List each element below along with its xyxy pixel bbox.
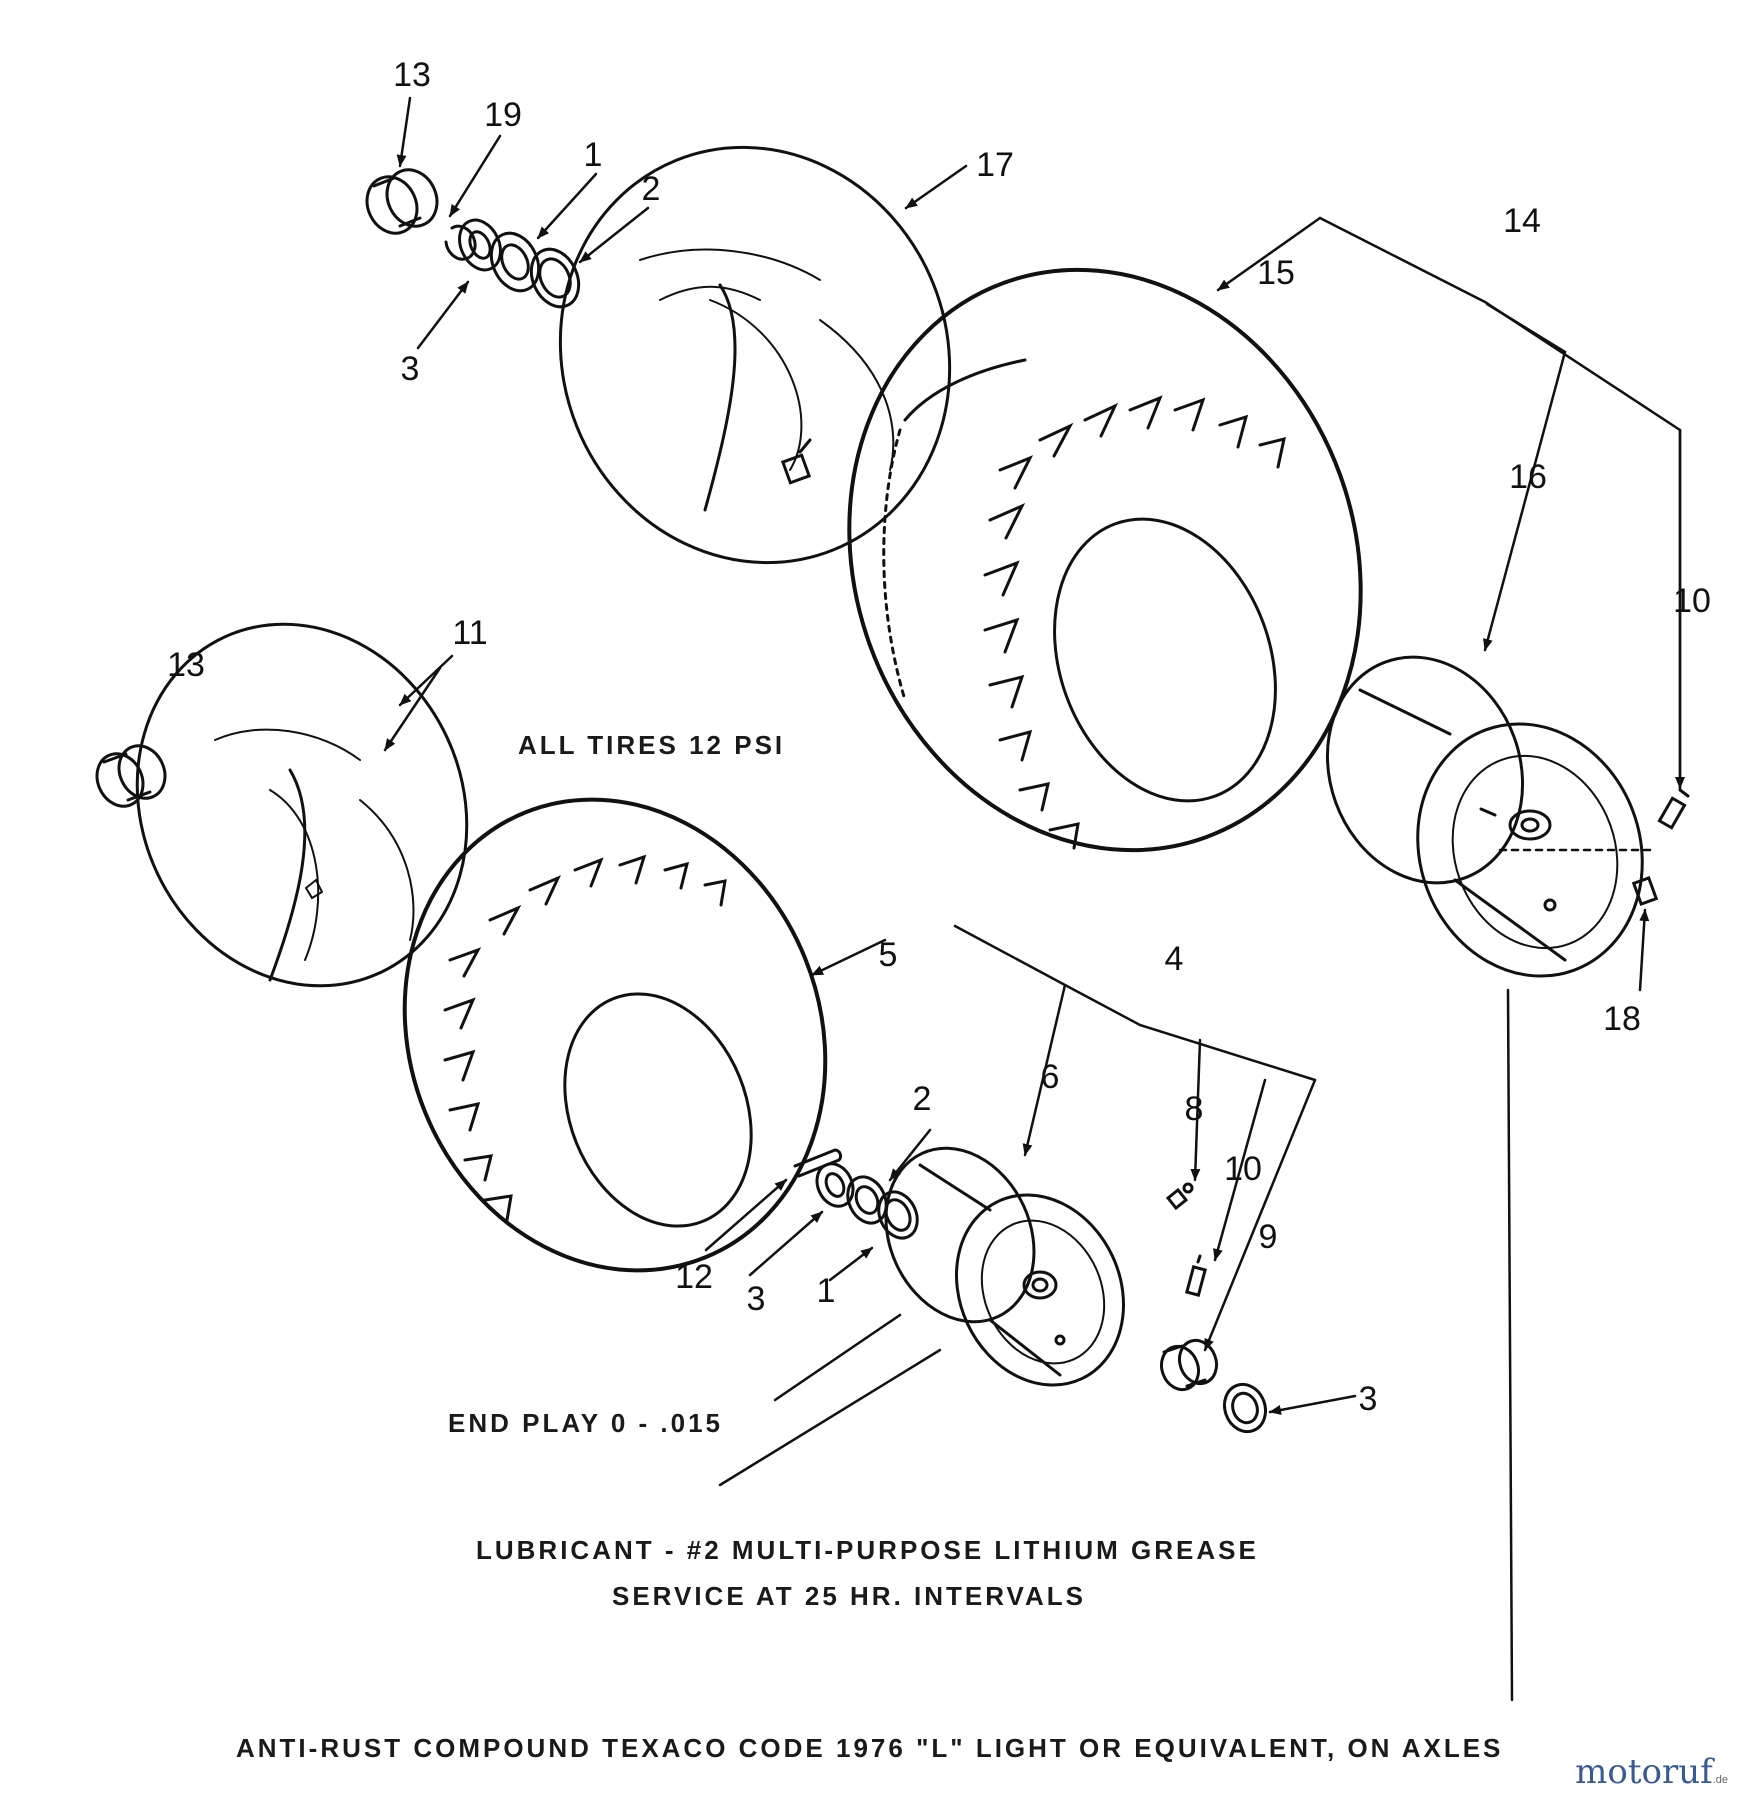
callout-9: 9 [1259, 1218, 1278, 1256]
bushing-part-13-upper [365, 168, 439, 235]
callout-12: 12 [675, 1258, 713, 1296]
service-interval-note: SERVICE AT 25 HR. INTERVALS [612, 1581, 1086, 1611]
callout-6: 6 [1041, 1058, 1060, 1096]
tire-part-5 [402, 797, 828, 1273]
valve-cap-part-18 [1631, 876, 1659, 906]
watermark-suffix: .de [1712, 1774, 1728, 1786]
tire-part-15 [847, 267, 1363, 853]
callout-16: 16 [1509, 458, 1547, 496]
callout-13-upper: 13 [393, 56, 431, 94]
bushing-part-9 [1159, 1338, 1219, 1392]
callout-17: 17 [976, 146, 1014, 184]
callout-15: 15 [1257, 254, 1295, 292]
watermark-main: motoruf [1575, 1752, 1713, 1792]
valve-stem-part-10-lower [1185, 1254, 1207, 1297]
callout-19: 19 [484, 96, 522, 134]
callout-2-upper: 2 [642, 170, 661, 208]
leader-lines [383, 96, 1685, 1702]
washer-part-3-right [1222, 1382, 1268, 1434]
bushing-part-13-lower [95, 744, 167, 808]
lubricant-note: LUBRICANT - #2 MULTI-PURPOSE LITHIUM GRE… [476, 1535, 1259, 1565]
cotter-pin-part-12 [793, 1148, 843, 1178]
callout-1-lower: 1 [817, 1272, 836, 1310]
callout-labels: 13 19 1 2 3 17 14 15 16 10 18 13 11 5 4 … [167, 56, 1711, 1418]
anti-rust-note: ANTI-RUST COMPOUND TEXACO CODE 1976 "L" … [236, 1733, 1504, 1763]
inner-tube-part-11 [135, 622, 469, 988]
grease-fitting-part-8 [1165, 1182, 1194, 1211]
inner-tube-part-17 [558, 145, 952, 565]
washer-part-3-lower [815, 1162, 855, 1208]
washer-part-3-upper [458, 218, 502, 272]
wheel-rim-part-16 [1325, 655, 1644, 978]
seal-part-2-lower [877, 1190, 919, 1240]
tire-pressure-note: ALL TIRES 12 PSI [518, 730, 786, 760]
callout-13-lower: 13 [167, 646, 205, 684]
callout-3-upper: 3 [401, 350, 420, 388]
seal-part-2-upper [529, 247, 581, 309]
bearing-part-1-upper [489, 231, 541, 293]
callout-18: 18 [1603, 1000, 1641, 1038]
callout-10-upper: 10 [1673, 582, 1711, 620]
bearing-part-1-lower [846, 1175, 888, 1225]
callout-3-lower: 3 [747, 1280, 766, 1318]
callout-4: 4 [1165, 940, 1184, 978]
callout-1-upper: 1 [584, 136, 603, 174]
callout-3-right: 3 [1359, 1380, 1378, 1418]
callout-5: 5 [879, 936, 898, 974]
callout-2-lower: 2 [913, 1080, 932, 1118]
end-play-note: END PLAY 0 - .015 [448, 1408, 723, 1438]
site-watermark: motoruf.de [1575, 1752, 1728, 1792]
valve-stem-part-10-upper [1657, 788, 1690, 830]
callout-10-lower: 10 [1224, 1150, 1262, 1188]
wheel-rim-part-6 [884, 1146, 1126, 1387]
callout-8: 8 [1185, 1090, 1204, 1128]
callout-11: 11 [452, 614, 487, 652]
callout-14: 14 [1503, 202, 1541, 240]
